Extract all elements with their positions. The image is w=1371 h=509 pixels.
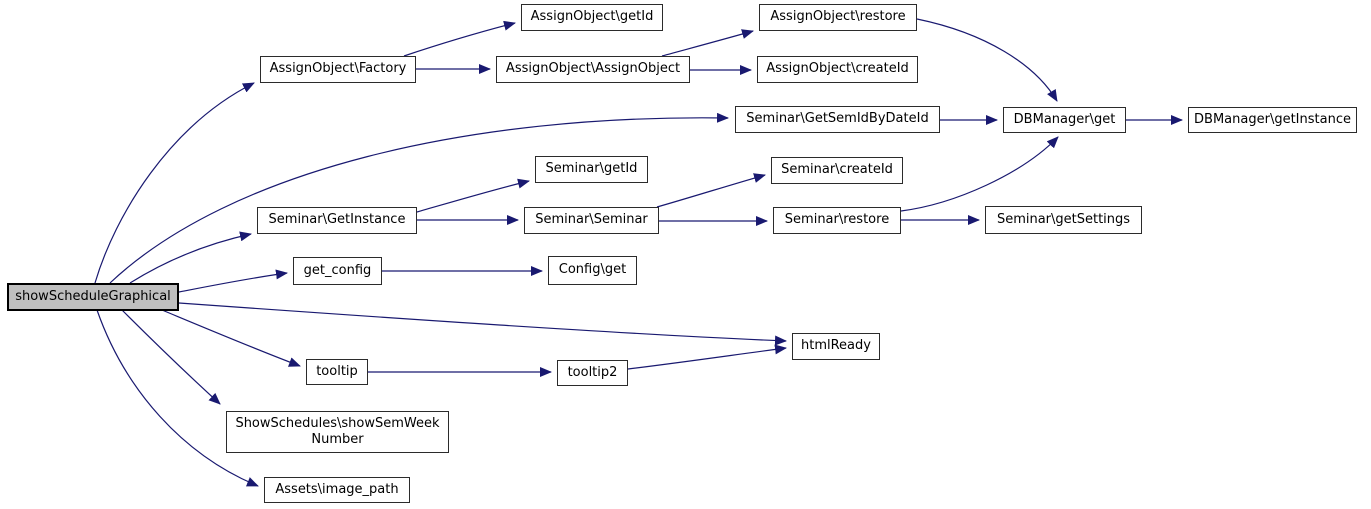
node-seminar-restore[interactable]: Seminar\restore (773, 207, 901, 234)
node-seminar-getid[interactable]: Seminar\getId (535, 156, 648, 183)
node-assignobject-factory[interactable]: AssignObject\Factory (260, 56, 416, 83)
edge-group (94, 18, 1183, 487)
node-seminar-createid[interactable]: Seminar\createId (771, 157, 903, 184)
node-seminar-getsemidbydateid[interactable]: Seminar\GetSemIdByDateId (735, 106, 940, 133)
edge-show-schedule-graphical--tooltip (161, 309, 301, 367)
edge-seminar-getinstance--seminar-getid (416, 178, 530, 213)
edge-assignobject-factory--assignobject-getid (403, 20, 516, 57)
node-seminar-getinstance[interactable]: Seminar\GetInstance (257, 207, 417, 234)
edge-assignobject-assignobject--assignobject-restore (661, 29, 754, 57)
node-tooltip[interactable]: tooltip (306, 359, 368, 385)
edge-show-schedule-graphical--showschedules-showsemweeknumber (121, 309, 221, 405)
edge-assignobject-restore--dbmanager-get (916, 18, 1058, 102)
node-dbmanager-getinstance[interactable]: DBManager\getInstance (1188, 107, 1357, 133)
edge-show-schedule-graphical--assignobject-factory (94, 82, 255, 284)
node-assignobject-getid[interactable]: AssignObject\getId (521, 4, 663, 31)
edge-seminar-seminar--seminar-createid (656, 173, 766, 208)
node-htmlready[interactable]: htmlReady (792, 333, 880, 360)
node-showschedules-showsemweeknumber[interactable]: ShowSchedules\showSemWeek Number (226, 411, 449, 453)
node-dbmanager-get[interactable]: DBManager\get (1003, 107, 1126, 133)
edge-tooltip2--htmlready (627, 344, 787, 370)
node-tooltip2[interactable]: tooltip2 (557, 360, 628, 386)
node-assignobject-createid[interactable]: AssignObject\createId (757, 56, 918, 83)
edge-show-schedule-graphical--get-config (178, 269, 288, 293)
node-assignobject-restore[interactable]: AssignObject\restore (759, 4, 917, 31)
node-seminar-getsettings[interactable]: Seminar\getSettings (985, 206, 1142, 234)
edge-show-schedule-graphical--seminar-getsemidbydateid (109, 112, 729, 284)
node-show-schedule-graphical: showScheduleGraphical (7, 283, 179, 311)
edge-seminar-restore--dbmanager-get (900, 136, 1059, 212)
edge-show-schedule-graphical--htmlready (178, 302, 787, 346)
edge-show-schedule-graphical--assets-image-path (96, 309, 259, 487)
node-seminar-seminar[interactable]: Seminar\Seminar (524, 207, 659, 234)
node-assets-image-path[interactable]: Assets\image_path (264, 477, 410, 503)
node-config-get[interactable]: Config\get (548, 256, 637, 285)
node-assignobject-assignobject[interactable]: AssignObject\AssignObject (496, 56, 690, 83)
edge-show-schedule-graphical--seminar-getinstance (129, 231, 252, 284)
node-get-config[interactable]: get_config (293, 257, 382, 285)
